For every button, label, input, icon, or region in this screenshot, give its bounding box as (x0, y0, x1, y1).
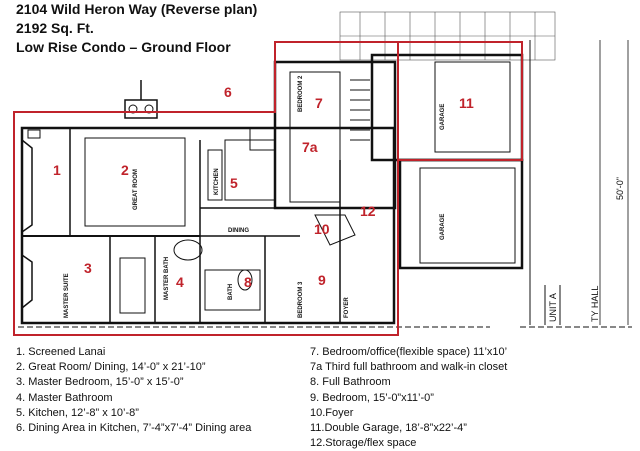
garage-top-label: GARAGE (440, 104, 446, 130)
room-number-3: 3 (84, 260, 92, 276)
bedroom2-label: BEDROOM 2 (298, 75, 304, 112)
legend-item: 12.Storage/flex space (310, 437, 417, 450)
legend-item: 1. Screened Lanai (16, 346, 106, 358)
legend-item: 7. Bedroom/office(flexible space) 11’x10… (310, 346, 508, 358)
kitchen-label: KITCHEN (214, 168, 220, 195)
foyer-label: FOYER (344, 297, 350, 318)
room-number-5: 5 (230, 175, 238, 191)
legend-item: 10.Foyer (310, 406, 354, 419)
walls (18, 40, 632, 328)
legend-item: 4. Master Bathroom (16, 391, 113, 404)
legend-left: 1. Screened Lanai 2. Great Room/ Dining,… (16, 345, 251, 436)
legend-item: 6. Dining Area in Kitchen, 7’-4”x7’-4” D… (16, 421, 252, 434)
legend-item: 2. Great Room/ Dining, 14’-0” x 21’-10” (16, 361, 206, 374)
unit-outline (13, 41, 523, 336)
unit-label: UNIT A (548, 293, 558, 322)
room-number-2: 2 (121, 162, 129, 178)
legend-item: 8. Full Bathroom (310, 376, 391, 389)
room-number-7a: 7a (302, 139, 318, 155)
bath-label: BATH (228, 284, 234, 300)
hall-label: TY HALL (590, 286, 600, 322)
master-suite-label: MASTER SUITE (64, 273, 70, 318)
room-number-11: 11 (459, 95, 474, 111)
roof-hatch (339, 11, 556, 61)
room-number-7: 7 (315, 95, 323, 111)
legend-right: 7. Bedroom/office(flexible space) 11’x10… (310, 345, 507, 451)
great-room-label: GREAT ROOM (133, 169, 139, 210)
plan-subtitle: Low Rise Condo – Ground Floor (16, 39, 231, 55)
side-dimension: 50'-0" (615, 177, 625, 200)
room-number-4: 4 (176, 274, 184, 290)
room-number-9: 9 (318, 272, 326, 288)
dining-label: DINING (228, 228, 249, 234)
garage-bottom-label: GARAGE (440, 214, 446, 240)
room-number-6: 6 (224, 84, 232, 100)
bedroom3-label: BEDROOM 3 (298, 281, 304, 318)
room-number-8: 8 (244, 274, 252, 290)
room-number-10: 10 (314, 221, 330, 237)
legend-item: 7a Third full bathroom and walk-in close… (310, 361, 508, 374)
legend-item: 9. Bedroom, 15’-0”x11’-0” (310, 391, 434, 404)
plan-title: 2104 Wild Heron Way (Reverse plan) (16, 1, 258, 17)
legend-item: 11.Double Garage, 18’-8”x22’-4” (310, 421, 467, 434)
master-bath-label: MASTER BATH (164, 257, 170, 300)
legend-item: 3. Master Bedroom, 15’-0” x 15’-0” (16, 376, 184, 389)
floor-plan: GREAT ROOM MASTER SUITE BEDROOM 2 BEDROO… (13, 11, 632, 336)
room-number-12: 12 (360, 203, 376, 219)
legend-item: 5. Kitchen, 12’-8” x 10’-8” (16, 406, 139, 419)
plan-size: 2192 Sq. Ft. (16, 20, 94, 36)
room-number-1: 1 (53, 162, 61, 178)
